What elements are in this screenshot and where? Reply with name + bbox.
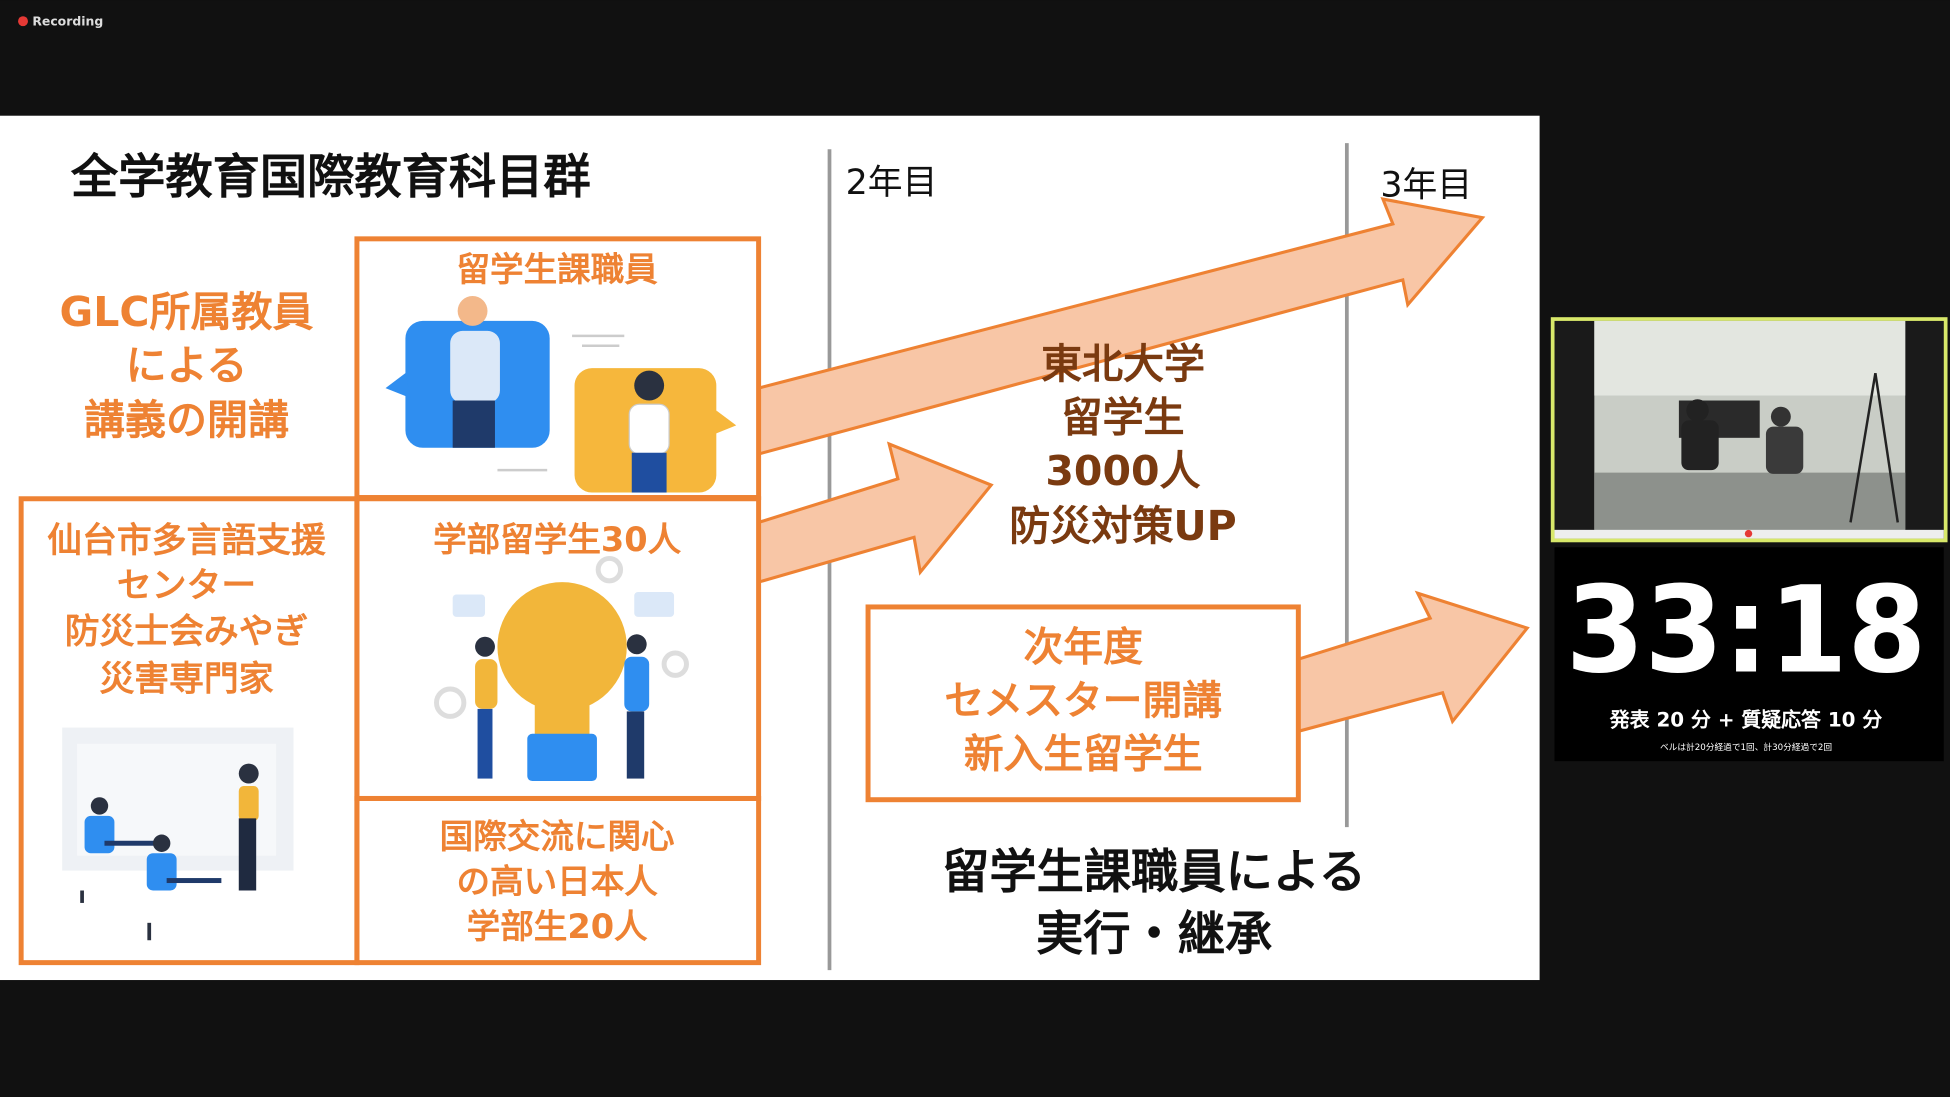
next-line: 新入生留学生: [964, 731, 1203, 777]
arrow-to-year3-icon: [757, 196, 1486, 457]
center-line: 東北大学: [1041, 340, 1205, 388]
students-label: 学部留学生30人: [433, 520, 682, 559]
mic-indicator-icon: [1744, 529, 1753, 538]
bottom-summary-text: 留学生課職員による 実行・継承: [942, 845, 1366, 962]
presentation-timer: 33:18 発表 20 分 + 質疑応答 10 分 ベルは計20分経過で1回、計…: [1554, 547, 1944, 762]
japanese-line: 学部生20人: [467, 907, 648, 946]
japanese-line: 国際交流に関心: [440, 817, 675, 856]
conversation-illustration: [385, 296, 737, 493]
sendai-line: 仙台市多言語支援: [47, 521, 326, 561]
timer-rule: 発表 20 分 + 質疑応答 10 分: [1609, 708, 1883, 731]
shared-slide: 全学教育国際教育科目群 2年目 3年目 GLC所属教員 による 講義の開講 留学…: [0, 115, 1540, 981]
participant-video[interactable]: [1550, 317, 1948, 543]
next-year-text: 次年度 セメスター開講 新入生留学生: [944, 624, 1222, 777]
year3-label: 3年目: [1380, 166, 1472, 206]
bell-note: ベルは計20分経過で1回、計30分経過で2回: [1660, 741, 1832, 753]
bottom-line: 実行・継承: [1036, 907, 1272, 962]
recording-dot-icon: [18, 16, 28, 27]
next-line: 次年度: [1024, 624, 1144, 670]
next-line: セメスター開講: [944, 678, 1222, 724]
japanese-line: の高い日本人: [456, 862, 658, 901]
slide-title: 全学教育国際教育科目群: [70, 150, 591, 205]
sendai-text: 仙台市多言語支援 センター 防災士会みやぎ 災害専門家: [47, 521, 326, 699]
arrow-to-center-icon: [757, 441, 994, 585]
arrow-next-year-icon: [1296, 590, 1530, 734]
year2-label: 2年目: [846, 163, 938, 203]
center-line: 3000人: [1045, 447, 1200, 495]
center-line: 防災対策UP: [1009, 502, 1236, 550]
sendai-line: 災害専門家: [100, 659, 274, 699]
japanese-students-text: 国際交流に関心 の高い日本人 学部生20人: [440, 817, 675, 946]
sendai-line: 防災士会みやぎ: [65, 612, 309, 652]
staff-label: 留学生課職員: [456, 250, 658, 289]
japanese-students-box: [354, 795, 762, 966]
glc-line: 講義の開講: [84, 396, 289, 444]
glc-faculty-text: GLC所属教員 による 講義の開講: [60, 288, 314, 444]
lightbulb-teamwork-illustration: [434, 555, 689, 782]
timer-display: 33:18: [1566, 562, 1927, 701]
center-summary-text: 東北大学 留学生 3000人 防災対策UP: [1009, 340, 1236, 550]
classroom-illustration: [62, 727, 294, 941]
sendai-line: センター: [117, 566, 256, 606]
recording-label: Recording: [32, 14, 103, 29]
center-line: 留学生: [1061, 394, 1184, 442]
glc-line: による: [126, 341, 248, 389]
bottom-line: 留学生課職員による: [942, 845, 1366, 900]
recording-indicator: Recording: [18, 14, 103, 29]
next-year-box: [865, 604, 1301, 803]
glc-line: GLC所属教員: [60, 288, 314, 336]
